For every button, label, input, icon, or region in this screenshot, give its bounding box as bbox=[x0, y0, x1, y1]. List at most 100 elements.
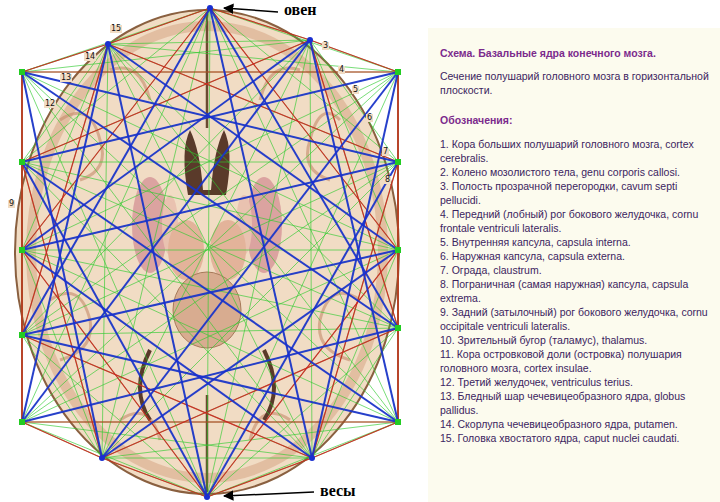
green-line bbox=[312, 72, 398, 458]
red-line bbox=[22, 8, 398, 497]
legend-item: 13. Бледный шар чечевицеобразного ядра, … bbox=[440, 389, 712, 417]
legend-item: 12. Третий желудочек, ventriculus terius… bbox=[440, 375, 712, 389]
green-line bbox=[398, 328, 399, 422]
panel-ground bbox=[428, 28, 720, 502]
vertex-mark bbox=[309, 455, 315, 461]
legend-panel: Схема. Базальные ядра конечного мозга.Се… bbox=[440, 46, 712, 445]
green-line bbox=[398, 162, 399, 328]
red-line bbox=[22, 44, 108, 72]
green-line bbox=[102, 72, 398, 458]
green-line bbox=[22, 162, 398, 328]
pointer-label: весы bbox=[318, 483, 358, 499]
pointer-arrow bbox=[224, 8, 278, 12]
legend-item: 15. Головка хвостатого ядра, caput nucle… bbox=[440, 431, 712, 445]
vertex-mark bbox=[395, 69, 401, 75]
vertex-mark bbox=[19, 69, 25, 75]
vertex-mark bbox=[395, 419, 401, 425]
green-line bbox=[22, 162, 23, 250]
vertex-mark bbox=[99, 455, 105, 461]
green-line bbox=[102, 328, 398, 458]
red-line bbox=[21, 162, 22, 250]
green-line bbox=[310, 40, 398, 72]
green-line bbox=[22, 72, 23, 335]
legend-item: 14. Скорлупа чечевицеобразного ядра, put… bbox=[440, 417, 712, 431]
blue-line bbox=[102, 72, 398, 458]
vertex-mark bbox=[204, 494, 210, 500]
callout-number: 3 bbox=[322, 42, 329, 50]
red-line bbox=[102, 328, 398, 458]
callout-number: 5 bbox=[352, 86, 359, 94]
pointer-arrow bbox=[224, 492, 314, 496]
red-line bbox=[397, 250, 398, 328]
green-line bbox=[102, 8, 210, 458]
vertex-mark bbox=[395, 325, 401, 331]
geometric-overlay bbox=[19, 5, 401, 500]
blue-line bbox=[102, 250, 398, 458]
green-line bbox=[22, 162, 102, 458]
red-line bbox=[310, 40, 398, 72]
green-line bbox=[102, 250, 398, 458]
blue-line bbox=[312, 72, 398, 458]
green-line bbox=[22, 72, 23, 162]
green-line bbox=[207, 8, 210, 497]
pointer-label: овен bbox=[282, 2, 319, 18]
vertex-mark bbox=[307, 37, 313, 43]
vertex-mark bbox=[19, 247, 25, 253]
vertex-mark bbox=[395, 159, 401, 165]
blue-line bbox=[22, 72, 398, 328]
red-line bbox=[21, 72, 22, 162]
blue-line bbox=[108, 44, 398, 250]
green-line bbox=[22, 162, 398, 163]
legend-item: 5. Внутренняя капсула, capsula interna. bbox=[440, 235, 712, 249]
green-line bbox=[22, 8, 210, 72]
legend-item: 8. Пограничная (самая наружная) капсула,… bbox=[440, 277, 712, 305]
red-line bbox=[102, 458, 207, 497]
green-line bbox=[398, 162, 399, 250]
red-line bbox=[22, 44, 108, 335]
red-line bbox=[207, 458, 312, 497]
red-line bbox=[108, 8, 210, 44]
green-line bbox=[108, 8, 210, 44]
green-line bbox=[102, 458, 312, 459]
blue-line bbox=[22, 8, 398, 497]
legend-item: 11. Кора островковой доли (островка) пол… bbox=[440, 347, 712, 375]
green-line bbox=[22, 72, 398, 250]
green-line bbox=[22, 8, 398, 497]
vertex-mark bbox=[19, 419, 25, 425]
green-line bbox=[102, 44, 108, 458]
vertex-mark bbox=[207, 5, 213, 11]
red-line bbox=[22, 162, 102, 458]
legend-item: 9. Задний (затылочный) рог бокового желу… bbox=[440, 305, 712, 333]
legend-item: 6. Наружная капсула, capsula externa. bbox=[440, 249, 712, 263]
vertex-mark bbox=[395, 247, 401, 253]
callout-number: 14 bbox=[84, 53, 96, 61]
blue-line bbox=[22, 162, 398, 250]
blue-line bbox=[22, 40, 310, 422]
callout-number: 15 bbox=[110, 25, 122, 33]
vertex-mark bbox=[105, 41, 111, 47]
green-line bbox=[108, 44, 398, 72]
legend-item: 2. Колено мозолистого тела, genu corpori… bbox=[440, 165, 712, 179]
green-line bbox=[22, 44, 108, 72]
green-line bbox=[22, 44, 108, 335]
green-line bbox=[22, 72, 398, 250]
green-line bbox=[22, 162, 398, 335]
red-line bbox=[312, 422, 398, 458]
green-line bbox=[102, 458, 207, 497]
red-line bbox=[21, 250, 22, 335]
callout-number: 9 bbox=[8, 200, 15, 208]
green-line bbox=[22, 250, 102, 458]
red-line bbox=[397, 162, 398, 250]
green-line bbox=[398, 162, 399, 422]
caption: Сечение полушарий головного мозга в гори… bbox=[440, 69, 712, 97]
callout-number: 7 bbox=[382, 148, 389, 156]
blue-line bbox=[22, 40, 310, 250]
red-line bbox=[22, 421, 398, 422]
red-line bbox=[22, 422, 102, 458]
red-line bbox=[397, 328, 398, 422]
legend-item: 1. Кора больших полушарий головного мозг… bbox=[440, 137, 712, 165]
green-line bbox=[22, 250, 23, 335]
vertex-mark bbox=[19, 332, 25, 338]
legend-item: 3. Полость прозрачной перегородки, cavum… bbox=[440, 179, 712, 207]
blue-line bbox=[310, 40, 398, 422]
